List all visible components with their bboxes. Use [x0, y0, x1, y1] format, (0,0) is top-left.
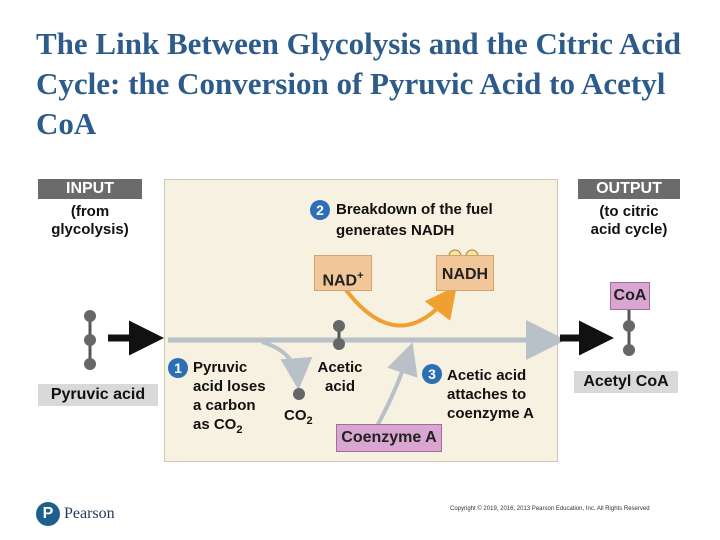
co2-label: CO2 — [284, 406, 313, 431]
output-sub-2: acid cycle) — [590, 221, 668, 238]
acetic-acid-label-2: acid — [324, 378, 355, 395]
input-sub-1: (from — [70, 203, 110, 220]
step-3-line-3: coenzyme A — [447, 405, 534, 422]
nadh-box: NADH — [436, 255, 494, 291]
coa-box: CoA — [610, 282, 650, 310]
step-1-badge: 1 — [168, 358, 188, 378]
nad-charge: + — [357, 270, 364, 282]
acetic-acid-label-1: Acetic — [317, 359, 363, 376]
step-1-line-3: a carbon — [193, 397, 256, 414]
input-sub-2: glycolysis) — [51, 221, 129, 238]
acetic-acid-molecule — [333, 320, 345, 350]
nad-reduction-arrow — [344, 285, 457, 328]
page-title: The Link Between Glycolysis and the Citr… — [36, 26, 681, 141]
pearson-logo-icon: P — [36, 502, 60, 526]
input-label: INPUT — [38, 179, 142, 199]
step-2-line-2: generates NADH — [336, 222, 455, 239]
step-2-badge: 2 — [310, 200, 330, 220]
co2-molecule — [293, 388, 305, 400]
step-3-badge: 3 — [422, 364, 442, 384]
step-1-co2-sub: 2 — [236, 424, 243, 436]
co2-text: CO — [284, 407, 307, 424]
coenzyme-a-box: Coenzyme A — [336, 424, 442, 452]
copyright-notice: Copyright © 2019, 2016, 2013 Pearson Edu… — [450, 506, 650, 512]
co2-sub: 2 — [306, 415, 313, 427]
pearson-brand: Pearson — [64, 505, 115, 522]
acetyl-coa-box: Acetyl CoA — [574, 371, 678, 393]
step-3-line-1: Acetic acid — [447, 367, 527, 384]
step-2-line-1: Breakdown of the fuel — [336, 201, 493, 218]
pyruvic-acid-molecule — [84, 310, 96, 370]
acetyl-coa-molecule — [623, 308, 635, 356]
nad-box: NAD+ — [314, 255, 372, 291]
step-1-co2-text: as CO — [193, 416, 237, 433]
co2-release-arrow — [261, 340, 313, 390]
output-sub-1: (to citric — [599, 203, 659, 220]
step-3-line-2: attaches to — [447, 386, 527, 403]
coenzyme-a-arrow — [374, 342, 418, 429]
step-1-line-4: as CO2 — [193, 415, 242, 440]
pyruvic-acid-box: Pyruvic acid — [38, 384, 158, 406]
output-label: OUTPUT — [578, 179, 680, 199]
step-1-line-2: acid loses — [193, 378, 266, 395]
step-1-line-1: Pyruvic — [193, 359, 248, 376]
nad-label: NAD — [322, 272, 358, 290]
